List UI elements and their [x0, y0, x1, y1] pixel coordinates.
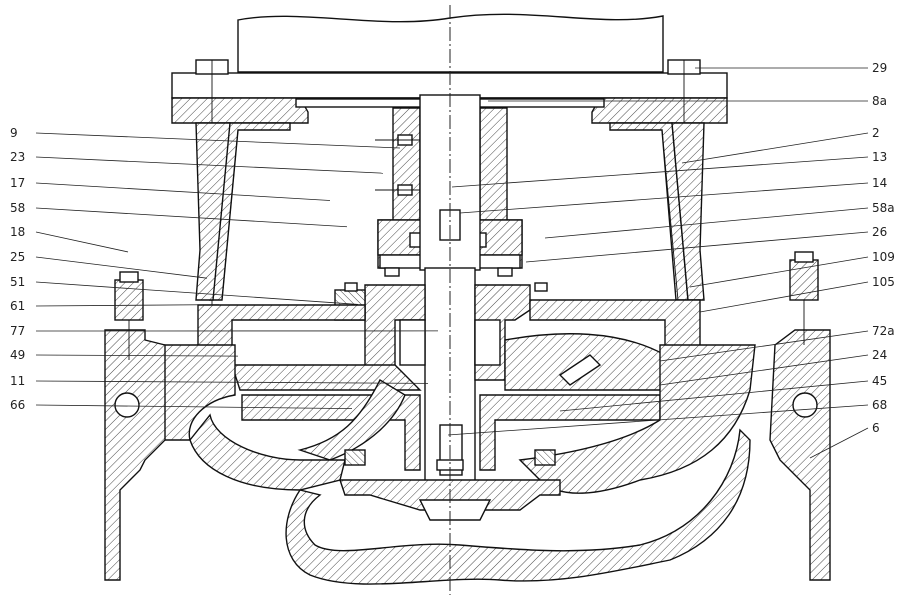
leader-line-6 [809, 427, 869, 459]
leader-line-14 [459, 182, 869, 214]
part-label-14: 14 [872, 176, 887, 190]
part-label-45: 45 [872, 374, 887, 388]
casing-flanges [104, 329, 831, 581]
part-label-18: 18 [10, 225, 25, 239]
leader-line-13 [451, 156, 869, 188]
part-label-29: 29 [872, 61, 887, 75]
leader-line-66 [35, 404, 353, 409]
leader-line-17 [35, 182, 331, 201]
part-label-2: 2 [872, 126, 880, 140]
part-label-77: 77 [10, 324, 25, 338]
leader-line-11 [35, 380, 429, 384]
leader-line-25 [35, 256, 208, 279]
leader-line-105 [699, 281, 869, 313]
part-label-58a: 58a [872, 201, 895, 215]
part-label-23: 23 [10, 150, 25, 164]
part-label-6: 6 [872, 421, 880, 435]
part-label-51: 51 [10, 275, 25, 289]
leader-lines [35, 67, 869, 459]
part-label-72a: 72a [872, 324, 895, 338]
part-label-66: 66 [10, 398, 25, 412]
leader-line-51 [35, 281, 359, 305]
leader-line-18 [35, 231, 129, 253]
leader-line-45 [559, 380, 869, 412]
impeller [241, 379, 661, 476]
leader-line-61 [35, 304, 220, 307]
part-label-8a: 8a [872, 94, 887, 108]
part-label-25: 25 [10, 250, 25, 264]
leader-line-49 [35, 354, 239, 357]
part-label-61: 61 [10, 299, 25, 313]
leader-line-24 [659, 354, 869, 386]
leader-line-68 [447, 404, 869, 436]
leader-line-2 [681, 132, 869, 164]
leader-line-9 [35, 132, 401, 149]
part-label-68: 68 [872, 398, 887, 412]
leader-line-58a [544, 207, 869, 239]
part-label-105: 105 [872, 275, 895, 289]
leader-line-58 [35, 207, 348, 228]
leader-line-72a [659, 330, 869, 362]
leader-line-23 [35, 156, 384, 174]
part-label-24: 24 [872, 348, 887, 362]
part-label-9: 9 [10, 126, 18, 140]
part-labels: 9 23 17 58 18 25 51 61 77 49 11 66 29 8a 2 13 14 58a 26 109… [10, 61, 895, 435]
part-label-58: 58 [10, 201, 25, 215]
part-label-11: 11 [10, 374, 25, 388]
part-label-17: 17 [10, 176, 25, 190]
lantern-bracket [195, 122, 705, 301]
leader-line-26 [525, 231, 869, 263]
leader-line-109 [689, 256, 869, 288]
part-label-49: 49 [10, 348, 25, 362]
part-label-109: 109 [872, 250, 895, 264]
part-label-26: 26 [872, 225, 887, 239]
part-label-13: 13 [872, 150, 887, 164]
